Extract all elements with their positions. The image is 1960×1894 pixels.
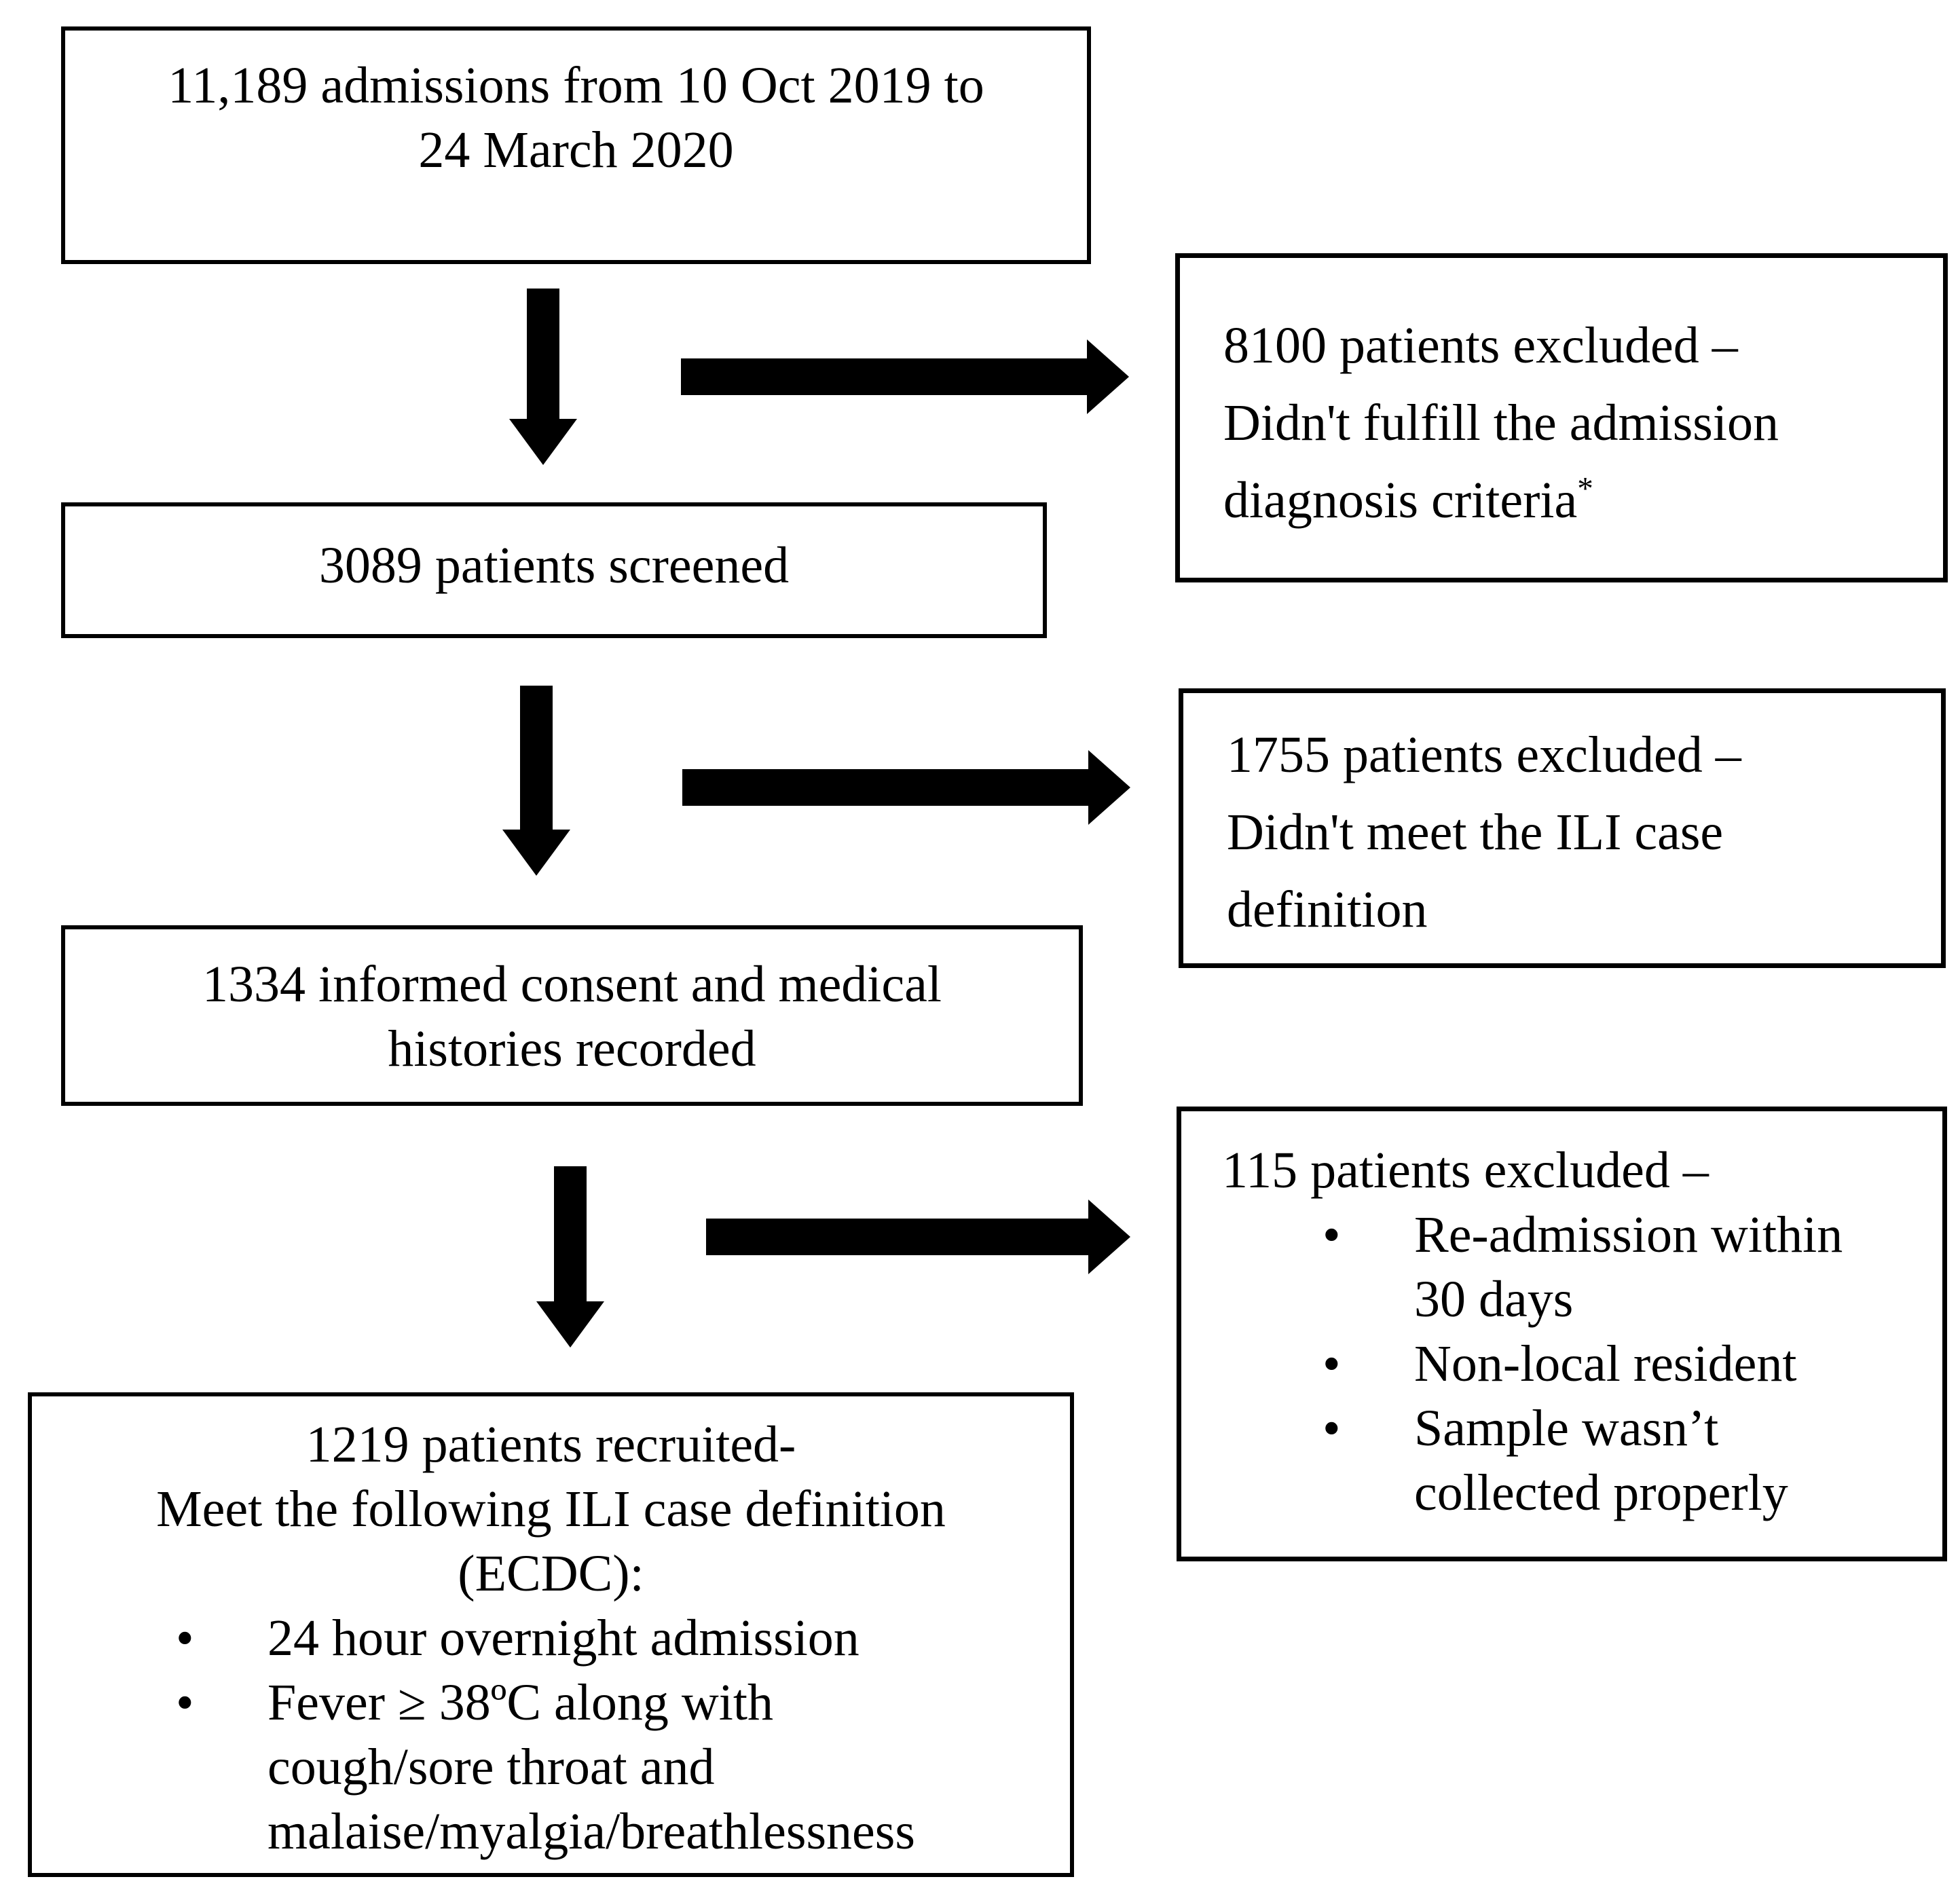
recruited-bullet-line: Fever ≥ 38ºC along with [267, 1674, 773, 1731]
excluded-115-bullet-line: Re-admission within [1414, 1206, 1843, 1263]
recruited-heading-line: Meet the following ILI case definition [156, 1481, 946, 1538]
recruited-bullet-line: 24 hour overnight admission [267, 1610, 859, 1667]
excluded-8100-line: 8100 patients excluded – [1223, 317, 1738, 374]
bullet-icon: • [176, 1610, 194, 1667]
excluded-8100-box: 8100 patients excluded – Didn't fulfill … [1175, 253, 1948, 582]
excluded-8100-last-line: diagnosis criteria [1223, 472, 1578, 529]
excluded-115-bullet-line: 30 days [1414, 1271, 1574, 1328]
asterisk-footnote-marker: * [1577, 471, 1593, 507]
right-arrow-icon [682, 750, 1130, 825]
excluded-1755-line: definition [1227, 881, 1428, 938]
consent-box: 1334 informed consent and medical histor… [61, 925, 1083, 1106]
right-arrow-icon [706, 1200, 1130, 1274]
excluded-115-bullet-line: collected properly [1414, 1464, 1788, 1521]
bullet-item: • Fever ≥ 38ºC along with cough/sore thr… [32, 1671, 1070, 1864]
bullet-item: • Non-local resident [1222, 1332, 1926, 1396]
recruited-bullet-line: malaise/myalgia/breathlessness [267, 1803, 915, 1860]
excluded-115-bullet-line: Non-local resident [1414, 1335, 1797, 1392]
bullet-item: • Sample wasn’t collected properly [1222, 1396, 1926, 1525]
bullet-icon: • [1323, 1400, 1341, 1457]
excluded-115-bullet-line: Sample wasn’t [1414, 1400, 1719, 1457]
excluded-1755-line: 1755 patients excluded – [1227, 726, 1741, 783]
consent-line: 1334 informed consent and medical [202, 956, 942, 1013]
excluded-1755-line: Didn't meet the ILI case [1227, 804, 1724, 861]
recruited-heading-line: 1219 patients recruited- [306, 1416, 796, 1473]
screened-box: 3089 patients screened [61, 502, 1047, 638]
right-arrow-icon [681, 339, 1129, 414]
excluded-115-title: 115 patients excluded – [1222, 1142, 1709, 1199]
excluded-1755-box: 1755 patients excluded – Didn't meet the… [1179, 688, 1946, 968]
recruited-bullet-line: cough/sore throat and [267, 1739, 715, 1796]
consent-line: histories recorded [388, 1020, 756, 1077]
down-arrow-icon [509, 289, 577, 465]
screened-line: 3089 patients screened [318, 536, 790, 594]
excluded-115-box: 115 patients excluded – • Re-admission w… [1177, 1107, 1947, 1561]
bullet-item: • 24 hour overnight admission [32, 1606, 1070, 1671]
bullet-icon: • [176, 1674, 194, 1731]
recruited-heading-line: (ECDC): [458, 1545, 644, 1602]
bullet-item: • Re-admission within 30 days [1222, 1203, 1926, 1332]
excluded-8100-line: diagnosis criteria* [1223, 462, 1923, 539]
admissions-line: 24 March 2020 [418, 122, 734, 179]
down-arrow-icon [502, 686, 570, 876]
admissions-line: 11,189 admissions from 10 Oct 2019 to [168, 57, 984, 114]
recruited-box: 1219 patients recruited- Meet the follow… [28, 1392, 1074, 1877]
excluded-8100-line: Didn't fulfill the admission [1223, 394, 1779, 451]
admissions-box: 11,189 admissions from 10 Oct 2019 to 24… [61, 26, 1091, 264]
bullet-icon: • [1323, 1206, 1341, 1263]
down-arrow-icon [536, 1166, 604, 1348]
bullet-icon: • [1323, 1335, 1341, 1392]
